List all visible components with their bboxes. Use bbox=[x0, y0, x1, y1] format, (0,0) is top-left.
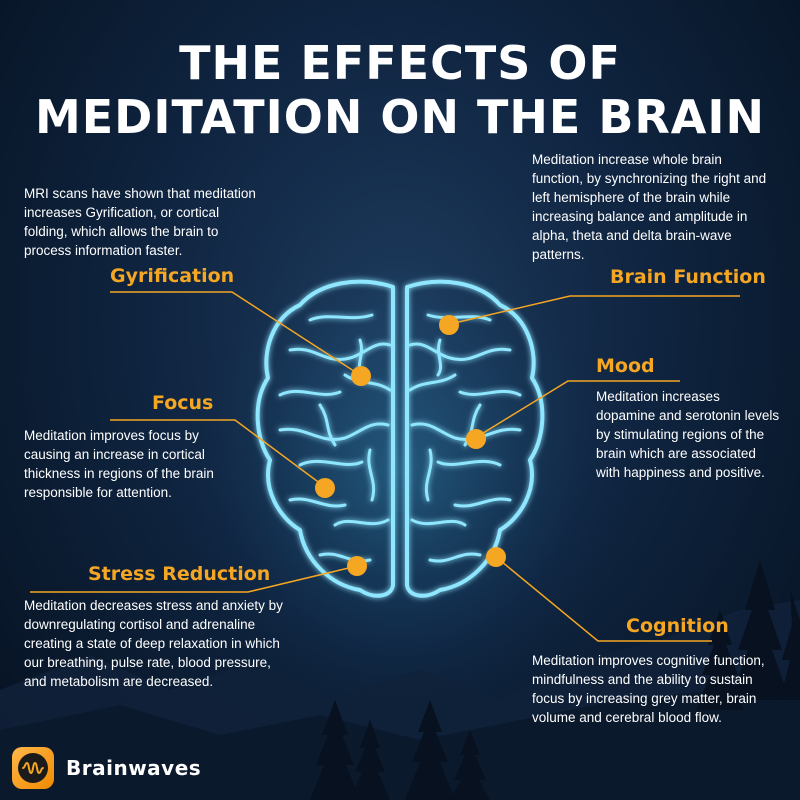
connector-brain-function bbox=[449, 295, 740, 325]
stress-reduction-heading: Stress Reduction bbox=[88, 563, 271, 585]
connector-focus bbox=[110, 419, 326, 488]
brain-function-description: Meditation increase whole brain function… bbox=[532, 152, 767, 262]
focus-heading: Focus bbox=[152, 392, 214, 414]
dot-gyrification bbox=[351, 366, 371, 386]
mood-heading: Mood bbox=[596, 355, 655, 377]
gyrification-description: MRI scans have shown that meditation inc… bbox=[24, 186, 256, 258]
brain-right-hemisphere bbox=[405, 279, 545, 598]
connector-gyrification bbox=[110, 291, 361, 376]
connector-mood bbox=[474, 380, 680, 439]
waveform-icon bbox=[12, 747, 54, 789]
focus-description: Meditation improves focus by causing an … bbox=[24, 428, 214, 500]
brand-name: Brainwaves bbox=[66, 756, 202, 780]
connector-cognition bbox=[495, 556, 712, 642]
dot-focus bbox=[315, 478, 335, 498]
dot-brain-function bbox=[439, 315, 459, 335]
cognition-description: Meditation improves cognitive function, … bbox=[532, 653, 765, 725]
mood-description: Meditation increases dopamine and seroto… bbox=[596, 389, 780, 480]
dot-stress-reduction bbox=[347, 556, 367, 576]
connector-stress-reduction bbox=[30, 565, 358, 593]
brand-logo: Brainwaves bbox=[12, 743, 201, 793]
dot-mood bbox=[466, 429, 486, 449]
page-title-line-2: MEDITATION ON THE BRAIN bbox=[34, 90, 766, 144]
cognition-heading: Cognition bbox=[626, 615, 729, 637]
page-title-line-1: THE EFFECTS OF bbox=[179, 36, 621, 90]
brain-function-heading: Brain Function bbox=[610, 266, 766, 288]
stress-reduction-description: Meditation decreases stress and anxiety … bbox=[24, 598, 283, 689]
dot-cognition bbox=[486, 547, 506, 567]
gyrification-heading: Gyrification bbox=[110, 265, 235, 287]
brain-left-hemisphere bbox=[255, 279, 395, 598]
